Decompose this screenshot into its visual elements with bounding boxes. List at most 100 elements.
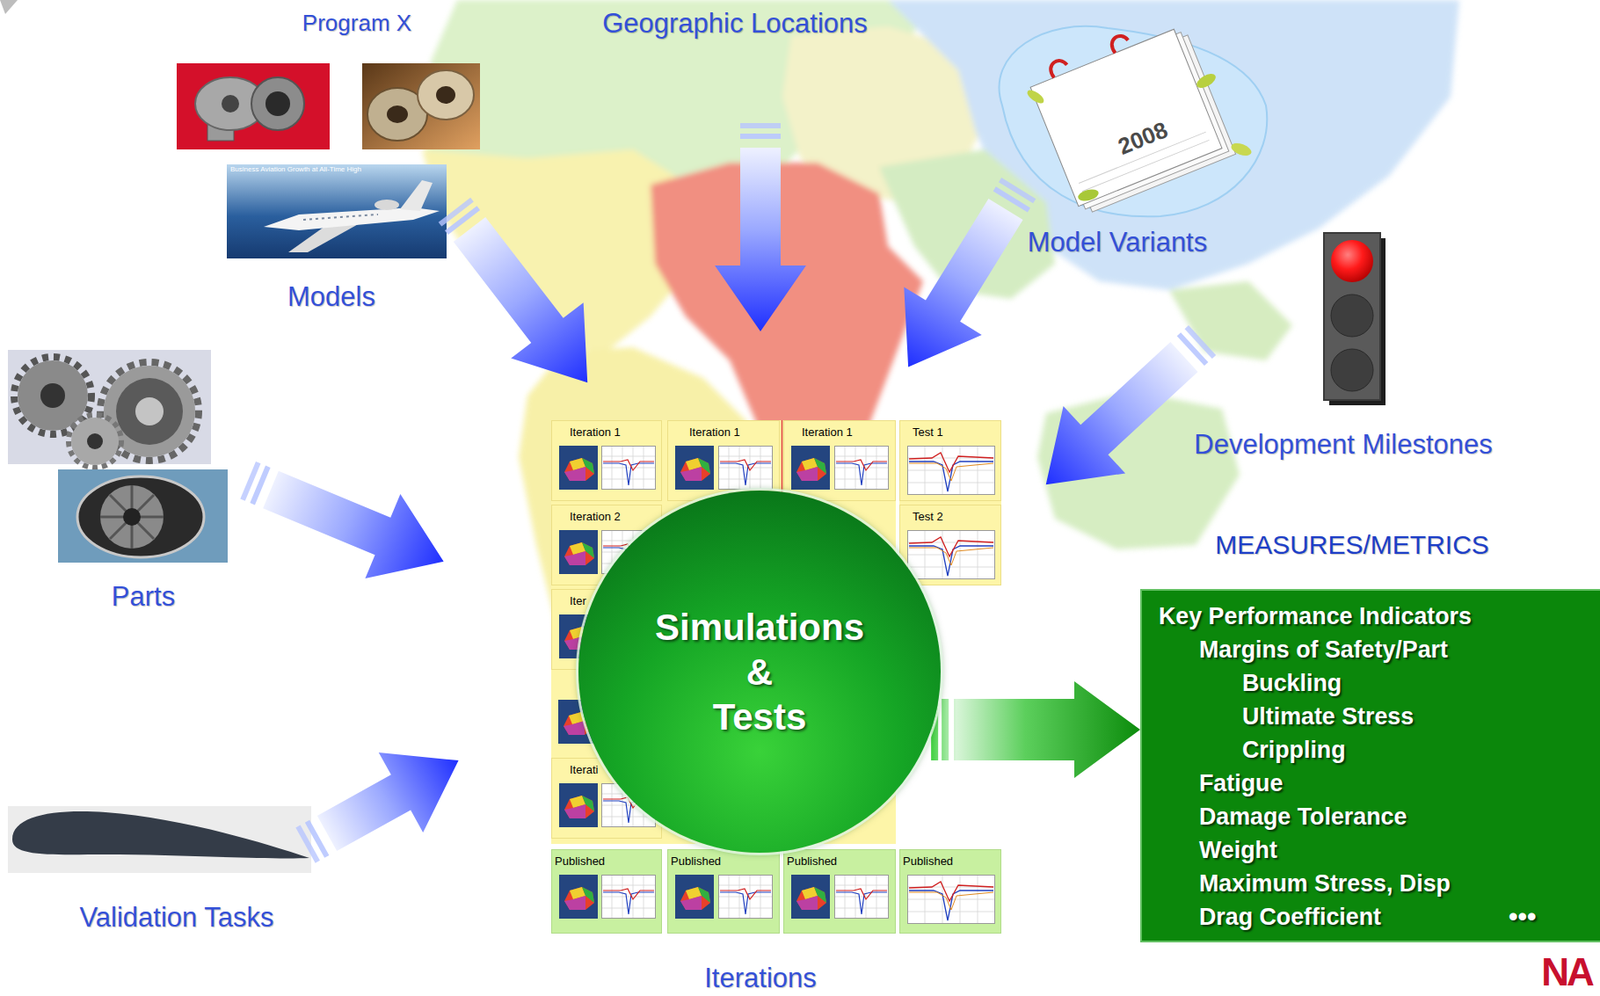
calendar-illustration bbox=[1025, 12, 1237, 217]
card-thumbnail bbox=[557, 872, 658, 931]
business-jet-photo bbox=[226, 164, 447, 259]
fe-model-thumbnail bbox=[791, 445, 830, 490]
jet-engine-photo bbox=[100, 485, 164, 549]
turbocharger-photo bbox=[176, 63, 330, 150]
input-arrow bbox=[305, 720, 481, 874]
jet-engine-photo bbox=[123, 508, 141, 526]
jet-engine-photo bbox=[58, 469, 228, 563]
result-card: Iteration 1 bbox=[551, 420, 662, 502]
business-jet-photo bbox=[374, 199, 400, 211]
card-label: Test 2 bbox=[912, 509, 944, 524]
result-plot-thumbnail bbox=[719, 875, 773, 919]
gears-photo bbox=[7, 349, 211, 465]
fe-model-thumbnail bbox=[791, 874, 830, 919]
fe-model-thumbnail bbox=[675, 445, 714, 490]
gears-photo bbox=[40, 383, 66, 408]
brake-discs-photo bbox=[362, 63, 480, 150]
airfoil-shape bbox=[12, 811, 310, 859]
process-circle: Simulations & Tests bbox=[578, 490, 941, 853]
input-arrow bbox=[740, 123, 781, 129]
kpi-panel: Key Performance IndicatorsMargins of Saf… bbox=[1140, 589, 1600, 943]
kpi-item: Buckling bbox=[1242, 666, 1600, 700]
category-label: Validation Tasks bbox=[79, 903, 274, 931]
calendar-illustration bbox=[1229, 140, 1254, 158]
category-label: MEASURES/METRICS bbox=[1214, 531, 1490, 559]
flow-arrow bbox=[930, 681, 1141, 779]
business-jet-photo bbox=[400, 180, 433, 211]
input-arrow bbox=[1014, 323, 1215, 519]
logo-text: NA bbox=[1541, 952, 1593, 992]
card-thumbnail bbox=[789, 872, 892, 931]
kpi-item: Margins of Safety/Part bbox=[1199, 632, 1600, 667]
traffic-light bbox=[1330, 349, 1374, 392]
calendar-illustration bbox=[999, 26, 1268, 217]
gears-photo bbox=[14, 356, 92, 435]
calendar-illustration bbox=[1047, 33, 1131, 79]
card-label: Published bbox=[786, 854, 837, 869]
gears-photo bbox=[7, 349, 211, 468]
gears-photo bbox=[71, 417, 119, 466]
photo-caption: Business Aviation Growth at All-Time Hig… bbox=[230, 166, 362, 174]
card-label: Published bbox=[554, 854, 605, 869]
gears-photo bbox=[68, 414, 122, 468]
kpi-item: Drag Coefficient bbox=[1199, 900, 1600, 934]
traffic-light bbox=[1330, 240, 1374, 283]
traffic-light bbox=[1323, 232, 1381, 400]
card-label: Iteration 1 bbox=[689, 425, 741, 440]
kpi-item: Crippling bbox=[1242, 733, 1600, 767]
calendar-illustration bbox=[999, 12, 1268, 218]
card-thumbnail bbox=[905, 443, 997, 499]
kpi-item: Weight bbox=[1199, 833, 1600, 867]
result-card: Published bbox=[667, 849, 780, 934]
airfoil-shape bbox=[7, 806, 312, 873]
result-plot-thumbnail bbox=[602, 446, 656, 490]
result-plot-thumbnail bbox=[602, 875, 656, 919]
input-arrow bbox=[283, 720, 480, 886]
category-label: Program X bbox=[302, 11, 412, 35]
kpi-item: Maximum Stress, Disp bbox=[1199, 866, 1600, 901]
card-label: Iteration 2 bbox=[569, 509, 621, 524]
card-label: Published bbox=[670, 854, 721, 869]
input-arrow bbox=[1014, 306, 1233, 519]
brake-discs-photo bbox=[362, 63, 480, 150]
business-jet-photo bbox=[263, 207, 440, 231]
africa bbox=[650, 162, 924, 519]
result-card: Test 1 bbox=[899, 420, 1002, 502]
gears-photo bbox=[116, 378, 183, 445]
test-plot-thumbnail bbox=[908, 530, 996, 580]
card-label: Iterati bbox=[569, 763, 599, 778]
result-card: Published bbox=[899, 849, 1002, 934]
traffic-light bbox=[1330, 294, 1374, 337]
turbocharger-photo bbox=[221, 94, 240, 113]
category-label: Parts bbox=[111, 582, 175, 611]
card-label: Iter bbox=[569, 594, 587, 609]
fe-model-thumbnail bbox=[559, 445, 598, 490]
kpi-item: Damage Tolerance bbox=[1199, 800, 1600, 834]
input-arrow bbox=[418, 181, 625, 411]
iteration-panel-backdrop bbox=[899, 420, 1002, 586]
card-label: Test 1 bbox=[912, 425, 944, 440]
result-plot-thumbnail bbox=[719, 446, 773, 490]
kpi-item: Ultimate Stress bbox=[1242, 699, 1600, 734]
result-card: Published bbox=[551, 849, 662, 934]
kpi-heading: Key Performance Indicators bbox=[1158, 599, 1600, 633]
card-thumbnail bbox=[789, 443, 892, 499]
input-arrow bbox=[230, 437, 461, 604]
input-arrow bbox=[869, 164, 1058, 392]
result-card: Test 2 bbox=[899, 504, 1002, 586]
traffic-light bbox=[1323, 232, 1386, 406]
fe-model-thumbnail bbox=[675, 874, 714, 919]
fe-model-thumbnail bbox=[559, 530, 598, 575]
result-card: Iteration 1 bbox=[783, 420, 896, 502]
result-card: Published bbox=[783, 849, 896, 934]
jet-engine-photo bbox=[100, 485, 164, 549]
south-east-asia bbox=[1169, 281, 1293, 361]
result-plot-thumbnail bbox=[835, 446, 889, 490]
input-arrow bbox=[869, 185, 1045, 392]
fe-model-thumbnail bbox=[559, 783, 598, 828]
calendar-illustration bbox=[1076, 187, 1100, 204]
card-thumbnail bbox=[905, 872, 997, 931]
input-arrow bbox=[714, 147, 807, 332]
category-label: Geographic Locations bbox=[602, 9, 868, 37]
